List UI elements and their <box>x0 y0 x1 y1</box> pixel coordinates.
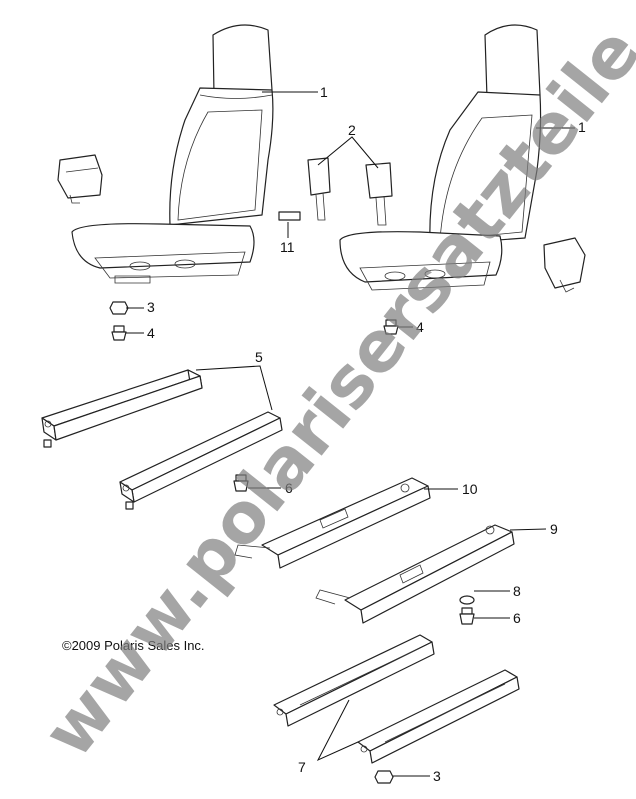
seat-bracket-right <box>543 237 586 293</box>
callout-6-bolt-lower: 6 <box>513 610 521 626</box>
callout-8-washer: 8 <box>513 583 521 599</box>
callout-1-left-seat: 1 <box>320 84 328 100</box>
washer-8 <box>459 595 475 605</box>
leader-lines <box>126 91 575 777</box>
nut-left <box>109 301 129 315</box>
callout-2-seatbelt-buckles: 2 <box>348 122 356 138</box>
callout-3-nut-lower: 3 <box>433 768 441 784</box>
copyright-notice: ©2009 Polaris Sales Inc. <box>62 638 205 653</box>
callout-1-right-seat: 1 <box>578 119 586 135</box>
bolt-6-upper <box>233 474 249 492</box>
seat-left <box>71 24 274 284</box>
watermark-text: www.polarisersatzteile.de <box>27 0 636 773</box>
slider-track-10 <box>234 477 431 569</box>
seat-right <box>339 24 542 291</box>
floor-track-1 <box>273 634 435 727</box>
callout-9-slider-track: 9 <box>550 521 558 537</box>
mounting-rail-lower <box>119 411 283 510</box>
bolt-6-lower <box>459 607 475 625</box>
callout-4-bolt-left: 4 <box>147 325 155 341</box>
mounting-rail-upper <box>41 369 203 448</box>
callout-7-floor-tracks: 7 <box>298 759 306 775</box>
seatbelt-buckle-1 <box>307 157 331 221</box>
label-decal <box>278 211 301 221</box>
callout-3-nut: 3 <box>147 299 155 315</box>
seatbelt-buckle-2 <box>365 162 393 226</box>
callout-6-bolt-upper: 6 <box>285 480 293 496</box>
slider-track-9 <box>315 524 515 624</box>
callout-10-slider-track: 10 <box>462 481 478 497</box>
seat-bracket-left <box>57 154 103 204</box>
callout-5-mounting-rails: 5 <box>255 349 263 365</box>
bolt-left <box>111 325 127 341</box>
bolt-right <box>383 319 399 335</box>
callout-4-bolt-right: 4 <box>416 319 424 335</box>
callout-11-label: 11 <box>280 239 295 255</box>
nut-3-lower <box>374 770 394 784</box>
floor-track-2 <box>357 669 520 764</box>
